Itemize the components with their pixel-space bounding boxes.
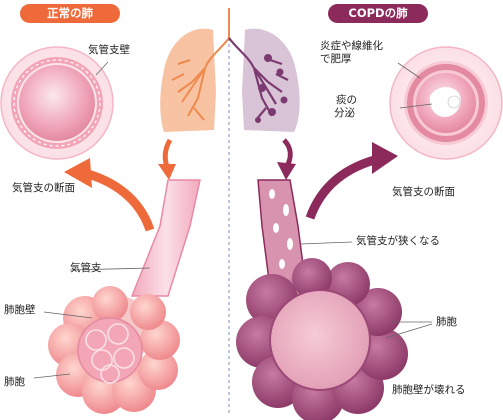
copd-lung xyxy=(242,28,300,132)
normal-bronchus-cross-section xyxy=(0,46,114,160)
normal-lung-header: 正常の肺 xyxy=(20,4,120,23)
normal-alveoli-cluster xyxy=(33,286,180,414)
copd-bronchus-mucus xyxy=(269,189,293,269)
copd-lung-vessels xyxy=(228,37,289,121)
label-bronchus: 気管支 xyxy=(70,262,102,274)
copd-alveoli-cluster xyxy=(236,258,433,420)
label-inflammation-line1: 炎症や線維化 xyxy=(320,40,383,52)
normal-bronchus-tube xyxy=(130,179,201,297)
copd-lung-header: COPDの肺 xyxy=(328,4,428,23)
label-bronchial-wall: 気管支壁 xyxy=(88,44,130,56)
copd-lung-damage xyxy=(255,54,288,123)
label-normal-cross-section: 気管支の断面 xyxy=(12,182,75,194)
label-normal-alveoli: 肺胞 xyxy=(4,376,25,388)
label-inflammation-line2: で肥厚 xyxy=(320,53,352,65)
copd-arc-arrow xyxy=(305,153,384,220)
label-copd-cross-section: 気管支の断面 xyxy=(392,186,455,198)
label-bronchus-narrowing: 気管支が狭くなる xyxy=(356,235,440,247)
copd-bronchus-cross-section xyxy=(389,46,503,160)
normal-lung-vessels xyxy=(171,8,230,121)
label-alveolar-wall-broken: 肺胞壁が壊れる xyxy=(392,384,466,396)
label-alveolar-wall: 肺胞壁 xyxy=(4,304,36,316)
label-sputum-line2: 分泌 xyxy=(334,107,355,119)
label-sputum-line1: 痰の xyxy=(336,94,357,106)
label-copd-alveoli: 肺胞 xyxy=(436,316,457,328)
normal-lung xyxy=(160,28,216,132)
